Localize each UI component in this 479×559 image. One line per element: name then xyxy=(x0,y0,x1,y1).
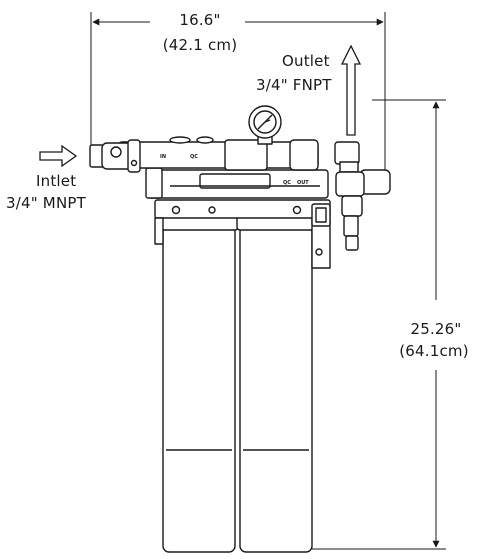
width-dimension xyxy=(90,12,386,170)
width-label-metric: (42.1 cm) xyxy=(162,36,238,54)
inlet-label: Intlet xyxy=(36,172,77,190)
inlet-fitting xyxy=(89,139,141,173)
filter-cartridge-right xyxy=(236,213,316,553)
width-label-imperial: 16.6" xyxy=(179,11,221,29)
marking-qc-right: QC xyxy=(283,180,291,186)
outlet-label: Outlet xyxy=(282,52,330,70)
filter-head xyxy=(145,167,329,199)
marking-out: OUT xyxy=(297,180,309,186)
height-label-imperial: 25.26" xyxy=(410,320,462,338)
manifold xyxy=(117,136,319,171)
marking-in: IN xyxy=(160,154,166,160)
inlet-spec: 3/4" MNPT xyxy=(6,194,86,212)
height-dimension xyxy=(312,99,446,550)
outlet-arrow xyxy=(340,44,362,136)
outlet-fitting xyxy=(311,141,391,251)
inlet-arrow xyxy=(39,144,78,168)
height-label-metric: (64.1cm) xyxy=(399,342,469,360)
filter-cartridge-left xyxy=(159,213,239,553)
pressure-gauge xyxy=(248,105,282,145)
marking-qc-left: QC xyxy=(190,154,198,160)
outlet-spec: 3/4" FNPT xyxy=(256,76,332,94)
